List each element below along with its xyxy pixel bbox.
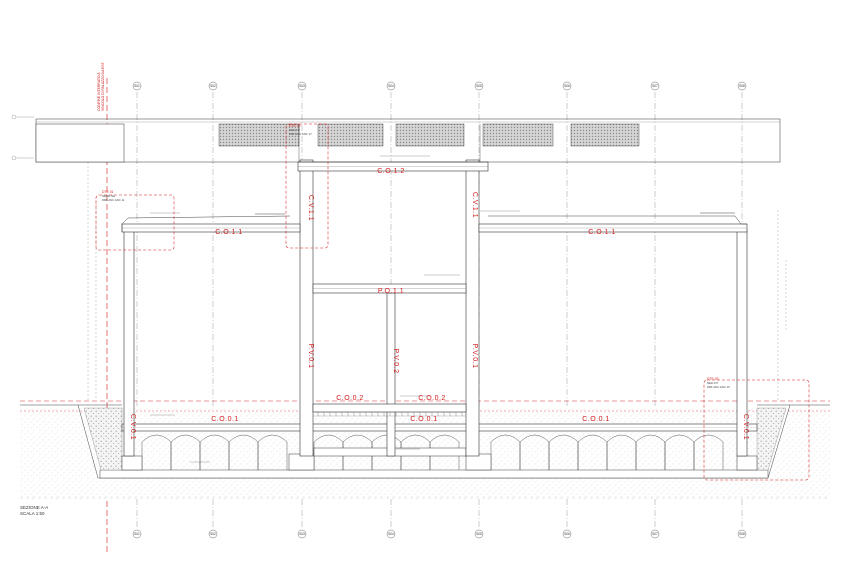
caption-scale: SCALA 1:50: [20, 511, 45, 516]
label-co11-left: C.O.1.1: [215, 229, 243, 236]
axis-label-bottom: S02: [210, 532, 216, 536]
level-markers: [11, 114, 34, 161]
label-co01-left: C.O.0.1: [211, 416, 239, 423]
slab-details: [122, 166, 747, 417]
grid-axis-bubbles-bottom: [132, 529, 747, 539]
axis-label-top: S01: [134, 84, 140, 88]
grid-axis-labels: S01 S02 S03 S04 S05 S06 S07 S08 S01 S02 …: [134, 84, 745, 536]
drawing-caption: SEZIONE A-A SCALA 1:50: [20, 505, 48, 516]
slabs: [121, 161, 748, 413]
axis-label-top: S06: [564, 84, 570, 88]
crawlspace-vault: [257, 434, 288, 470]
grid-axis-bubbles-top: [132, 81, 747, 91]
detail-tag-1: DTE 01 NEDIF NE DRF ANC ANC 11: [102, 190, 125, 202]
label-pv02: P.V.0.2: [392, 349, 399, 374]
detail-tag-line: DRF ANC ANC 11: [102, 198, 125, 202]
axis-label-top: S07: [652, 84, 658, 88]
crawlspace-vault: [693, 434, 724, 470]
detail-tag-line: NEDIF NE: [102, 194, 115, 198]
detail-tag-line: DRF ANC ANC 17: [289, 132, 312, 136]
label-co01-right: C.O.0.1: [582, 416, 610, 423]
axis-label-top: S04: [388, 84, 394, 88]
detail-tag-2: DTE 02 NED INT DRF ANC ANC 17: [289, 124, 312, 136]
detail-tag-line: NED INT: [707, 381, 718, 385]
ground-floor-joists: [317, 412, 463, 416]
detail-tag-line: NED INT: [289, 128, 300, 132]
element-labels: C.O.1.1 C.O.1.1 C.O.1.2 P.O.1.1 C.O.0.2 …: [129, 168, 749, 440]
label-pv01-right: P.V.0.1: [471, 344, 478, 369]
label-co02-right: C.O.0.2: [418, 395, 446, 402]
boundary-label-1: CONFINE INTERRATO A: [97, 72, 101, 111]
detail-tag-id: DTE 01: [102, 190, 114, 194]
detail-callouts: [95, 123, 810, 481]
axis-label-bottom: S07: [652, 532, 658, 536]
label-cv01-right: C.V.0.1: [742, 414, 749, 440]
detail-tag-3: DTE 03 NED INT DRF ANC ANC 15: [707, 377, 730, 389]
label-cv11-left: C.V.1.1: [307, 195, 314, 221]
axis-label-bottom: S06: [564, 532, 570, 536]
label-cv01-left: C.V.0.1: [129, 414, 136, 440]
detail-tag-line: DRF ANC ANC 15: [707, 385, 730, 389]
label-co01-mid: C.O.0.1: [410, 416, 438, 423]
label-co02-left: C.O.0.2: [336, 395, 364, 402]
property-boundary: CONFINE INTERRATO A VINCOLO DI PALAZZO D…: [97, 62, 108, 552]
label-co11-right: C.O.1.1: [588, 229, 616, 236]
ground-slab: [121, 423, 758, 432]
axis-label-bottom: S08: [739, 532, 745, 536]
axis-label-bottom: S05: [476, 532, 482, 536]
boundary-label-2: VINCOLO DI PALAZZO DA EST: [101, 62, 105, 111]
crawlspace-arches: [141, 434, 724, 470]
axis-label-bottom: S03: [299, 532, 305, 536]
parapets: [121, 212, 747, 232]
label-po11: P.O.1.1: [378, 288, 404, 295]
axis-label-top: S08: [739, 84, 745, 88]
axis-label-bottom: S04: [388, 532, 394, 536]
axis-label-bottom: S01: [134, 532, 140, 536]
axis-label-top: S02: [210, 84, 216, 88]
axis-label-top: S03: [299, 84, 305, 88]
columns: [123, 159, 748, 457]
dimension-notes: [150, 155, 520, 463]
detail-tag-id: DTE 03: [707, 377, 719, 381]
label-pv01-left: P.V.0.1: [307, 344, 314, 369]
crawlspace-vault: [429, 434, 460, 470]
detail-tag-id: DTE 02: [289, 124, 301, 128]
upper-screen: [35, 118, 781, 163]
caption-title: SEZIONE A-A: [20, 505, 48, 510]
axis-label-top: S05: [476, 84, 482, 88]
label-cv11-right: C.V.1.1: [471, 192, 478, 218]
label-co12: C.O.1.2: [377, 168, 405, 175]
